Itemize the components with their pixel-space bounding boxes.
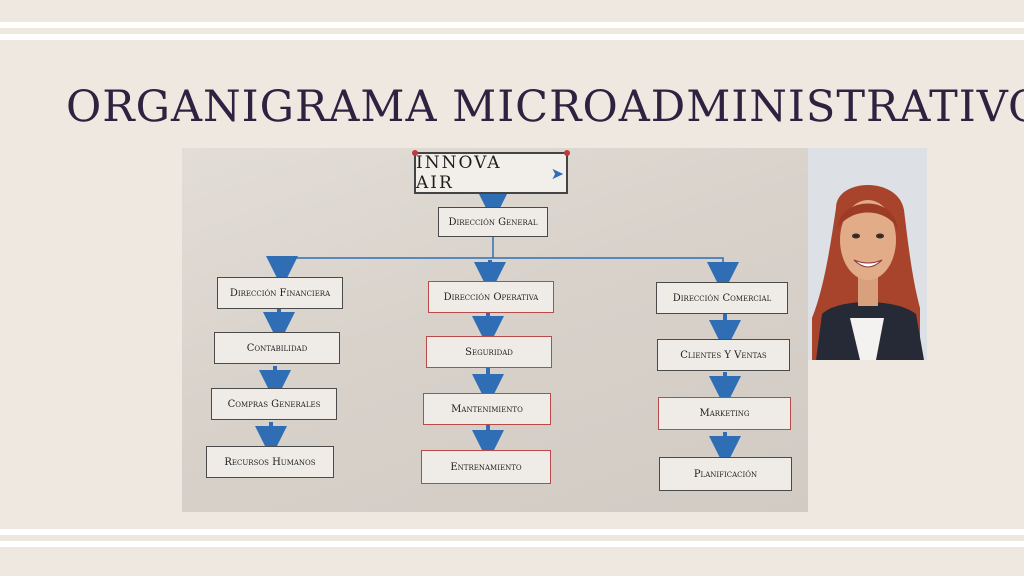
box-seguridad: Seguridad bbox=[426, 336, 552, 368]
box-direccion-general: Dirección General bbox=[438, 207, 548, 237]
box-direccion-financiera: Dirección Financiera bbox=[217, 277, 343, 309]
org-chart-poster: INNOVA AIR ➤ Dirección General Dirección… bbox=[182, 148, 808, 512]
box-direccion-comercial: Dirección Comercial bbox=[656, 282, 788, 314]
top-band-1 bbox=[0, 22, 1024, 28]
bottom-band-2 bbox=[0, 541, 1024, 547]
box-marketing: Marketing bbox=[658, 397, 791, 430]
box-direccion-operativa: Dirección Operativa bbox=[428, 281, 554, 313]
connector-line bbox=[281, 257, 724, 264]
box-planificacion: Planificación bbox=[659, 457, 792, 491]
box-contabilidad: Contabilidad bbox=[214, 332, 340, 364]
connector-layer bbox=[255, 190, 741, 468]
box-entrenamiento: Entrenamiento bbox=[421, 450, 551, 484]
company-logo: INNOVA AIR ➤ bbox=[412, 150, 570, 194]
paper-plane-icon: ➤ bbox=[550, 163, 566, 183]
webcam-presenter-feed bbox=[808, 148, 927, 360]
box-clientes-ventas: Clientes Y Ventas bbox=[657, 339, 790, 371]
bottom-band-1 bbox=[0, 529, 1024, 535]
slide-title: ORGANIGRAMA MICROADMINISTRATIVO bbox=[66, 82, 1024, 132]
top-band-2 bbox=[0, 34, 1024, 40]
presenter-avatar bbox=[808, 148, 927, 360]
logo-text: INNOVA AIR bbox=[416, 153, 502, 193]
box-mantenimiento: Mantenimiento bbox=[423, 393, 551, 425]
box-recursos-humanos: Recursos Humanos bbox=[206, 446, 334, 478]
box-compras-generales: Compras Generales bbox=[211, 388, 337, 420]
